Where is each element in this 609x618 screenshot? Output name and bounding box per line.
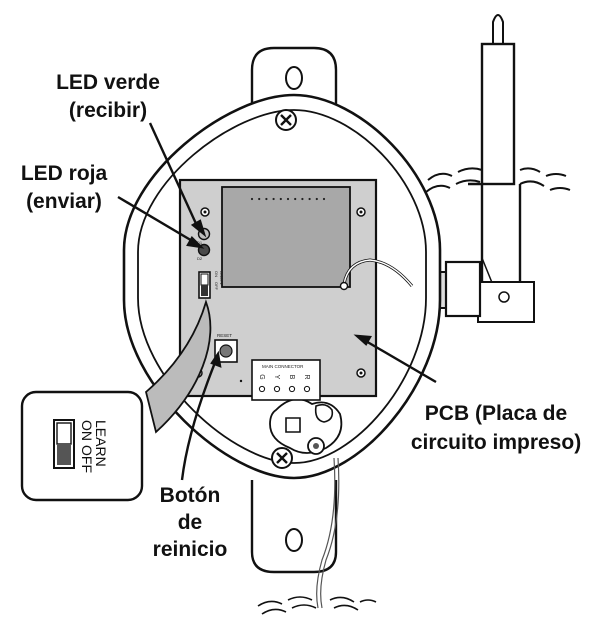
zoom-on-label: ON	[79, 420, 95, 441]
reset-title: Botón	[160, 484, 221, 507]
red-led-subtitle: (enviar)	[26, 190, 102, 213]
pcb-title: PCB (Placa de	[425, 402, 567, 425]
reset-subtitle: de	[178, 511, 203, 534]
connector-terminal	[273, 385, 281, 393]
chip-pin-dot	[286, 197, 290, 201]
green-led-subtitle: (recibir)	[69, 99, 147, 122]
signal-wire	[257, 457, 377, 615]
led-d1-label: D1	[197, 240, 203, 245]
main-connector-label: MAIN CONNECTOR	[262, 364, 304, 369]
connector-pin-label: R	[303, 374, 310, 379]
chip-pin-dot	[322, 197, 326, 201]
switch-learn-label: LEARN	[219, 271, 224, 284]
chip-pin-dot	[265, 197, 268, 201]
callout-labels: LED verde (recibir) LED roja (enviar) PC…	[21, 71, 581, 561]
green-led-title: LED verde	[56, 71, 160, 94]
connector-terminal	[288, 385, 296, 393]
antenna	[425, 14, 571, 323]
reset-subtitle-2: reinicio	[153, 538, 228, 561]
chip-pin-dot	[308, 197, 311, 201]
led-d2-label: D2	[197, 256, 203, 261]
connector-terminal	[303, 385, 311, 393]
connector-pin-label: Y	[273, 375, 280, 380]
chip-pin-dot	[315, 197, 318, 201]
chip-pins	[250, 197, 326, 201]
switch-off-label: OFF	[214, 282, 219, 291]
chip-pin-dot	[279, 197, 282, 201]
switch-on-label: ON	[214, 271, 219, 277]
switch-zoom-callout: ON OFF LEARN	[20, 299, 212, 502]
main-connector: MAIN CONNECTOR G Y B R	[251, 359, 321, 401]
chip-pin-dot	[250, 197, 254, 201]
chip-pin-dot	[301, 197, 304, 201]
mode-switch[interactable]	[198, 271, 211, 299]
connector-terminal	[258, 385, 266, 393]
zoom-off-label: OFF	[79, 445, 95, 473]
pcb-subtitle: circuito impreso)	[411, 431, 581, 454]
zoom-learn-label: LEARN	[93, 420, 109, 467]
red-led-title: LED roja	[21, 162, 108, 185]
connector-pin-label: B	[288, 375, 295, 380]
leader-lines	[117, 122, 437, 481]
chip-pin-dot	[272, 197, 275, 201]
reset-silk-label: RESET	[217, 333, 232, 338]
chip-pin-dot	[294, 197, 297, 201]
chip-pin-dot	[258, 197, 261, 201]
connector-pin-label: G	[258, 374, 265, 379]
reset-button[interactable]	[214, 339, 238, 363]
